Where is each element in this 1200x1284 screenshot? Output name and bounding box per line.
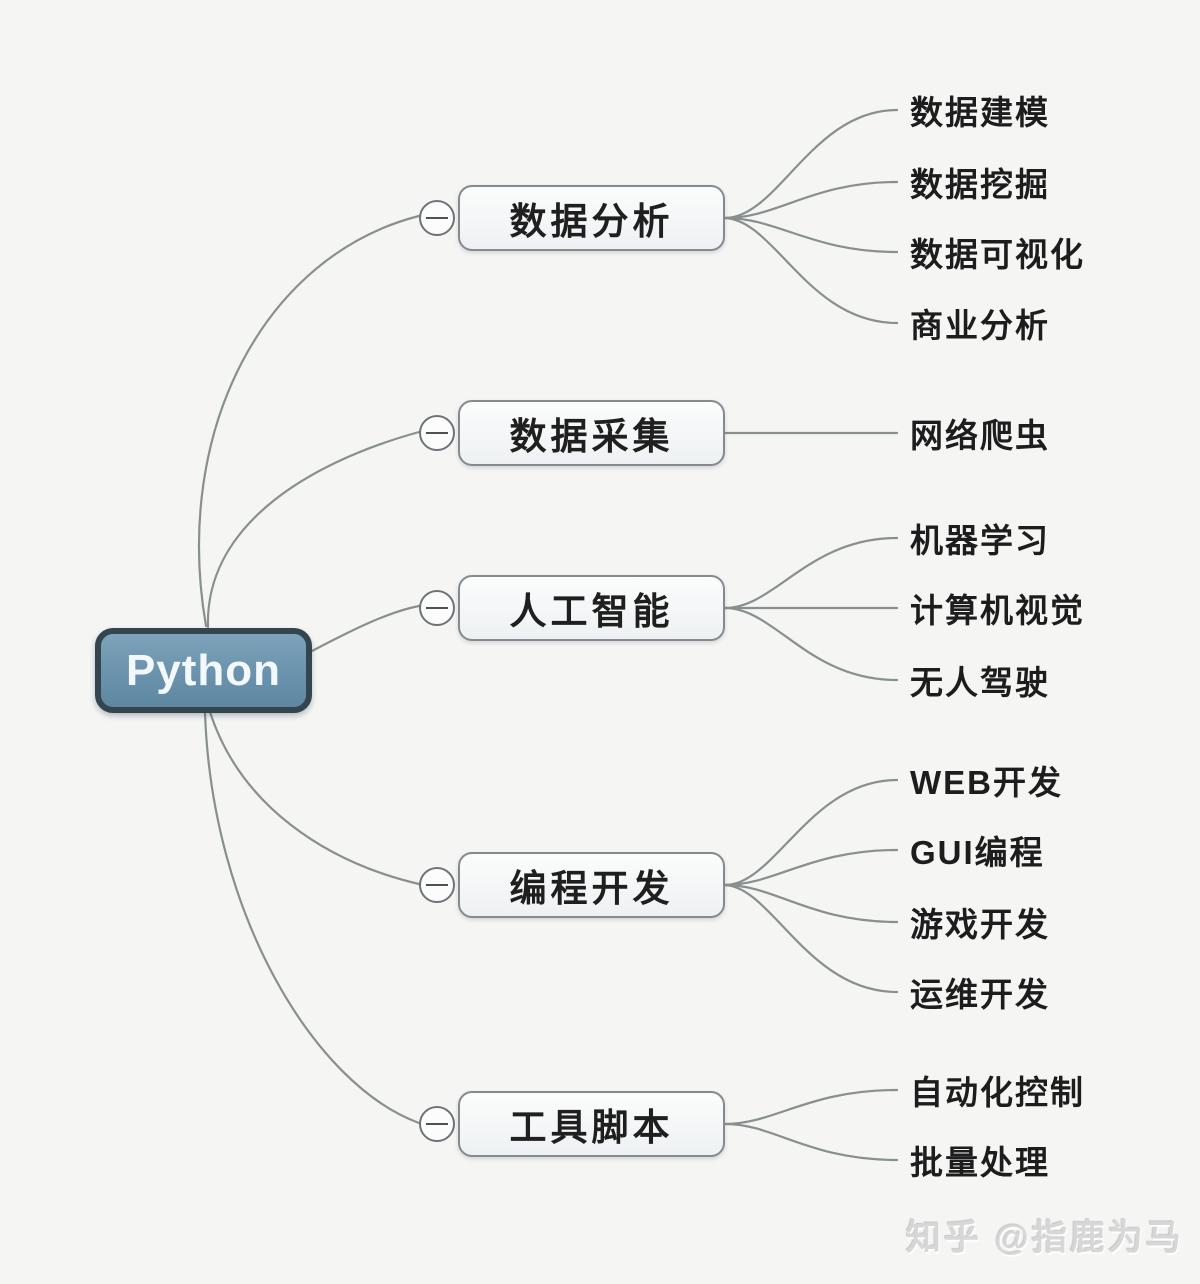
minus-icon (426, 607, 448, 609)
leaf-node-game-development[interactable]: 游戏开发 (910, 906, 1050, 943)
branch-node-data-analysis[interactable]: 数据分析 (458, 185, 725, 251)
link-tool-scripts-to-automation-control (723, 1088, 899, 1126)
leaf-node-web-development[interactable]: WEB开发 (910, 764, 1063, 801)
link-programming-to-gui-programming (723, 848, 899, 887)
leaf-node-autonomous-driving[interactable]: 无人驾驶 (910, 664, 1050, 701)
collapse-toggle-artificial-intelligence[interactable] (419, 590, 455, 626)
leaf-node-gui-programming[interactable]: GUI编程 (910, 834, 1045, 871)
link-tool-scripts-to-batch-processing (723, 1122, 899, 1162)
branch-node-label: 数据分析 (509, 201, 674, 242)
link-root-to-data-collection (206, 430, 421, 629)
leaf-node-computer-vision[interactable]: 计算机视觉 (910, 592, 1085, 629)
link-ai-to-autonomous-driving (723, 606, 899, 682)
link-ai-to-machine-learning (723, 536, 899, 610)
collapse-toggle-data-analysis[interactable] (419, 200, 455, 236)
link-root-to-programming-development (208, 710, 421, 886)
link-root-to-tool-scripts (203, 711, 421, 1125)
root-node-python[interactable]: Python (95, 628, 312, 713)
minus-icon (426, 1123, 448, 1125)
branch-node-tool-scripts[interactable]: 工具脚本 (458, 1091, 725, 1157)
leaf-node-batch-processing[interactable]: 批量处理 (910, 1144, 1050, 1181)
link-data-analysis-to-business-analysis (723, 216, 899, 325)
branch-node-data-collection[interactable]: 数据采集 (458, 400, 725, 466)
root-node-label: Python (125, 645, 282, 695)
leaf-node-data-visualization[interactable]: 数据可视化 (910, 236, 1085, 273)
leaf-node-business-analysis[interactable]: 商业分析 (910, 307, 1050, 344)
branch-node-label: 工具脚本 (509, 1107, 674, 1148)
link-data-analysis-to-data-modeling (723, 108, 899, 220)
branch-node-artificial-intelligence[interactable]: 人工智能 (458, 575, 725, 641)
branch-node-label: 编程开发 (509, 868, 674, 909)
branch-node-label: 数据采集 (509, 416, 674, 457)
leaf-node-web-crawler[interactable]: 网络爬虫 (910, 417, 1050, 454)
leaf-node-devops-development[interactable]: 运维开发 (910, 976, 1050, 1013)
link-data-analysis-to-data-mining (723, 180, 899, 220)
collapse-toggle-tool-scripts[interactable] (419, 1106, 455, 1142)
collapse-toggle-programming-development[interactable] (419, 867, 455, 903)
link-programming-to-game-development (723, 883, 899, 924)
leaf-node-data-mining[interactable]: 数据挖掘 (910, 166, 1050, 203)
branch-node-label: 人工智能 (509, 591, 674, 632)
link-data-analysis-to-data-visualization (723, 216, 899, 254)
minus-icon (426, 884, 448, 886)
link-programming-to-web-development (723, 778, 899, 887)
leaf-node-data-modeling[interactable]: 数据建模 (910, 94, 1050, 131)
link-root-to-data-analysis (197, 214, 421, 628)
branch-node-programming-development[interactable]: 编程开发 (458, 852, 725, 918)
minus-icon (426, 217, 448, 219)
minus-icon (426, 432, 448, 434)
link-root-to-artificial-intelligence (310, 604, 421, 653)
leaf-node-automation-control[interactable]: 自动化控制 (910, 1074, 1085, 1111)
watermark: 知乎 @指鹿为马 (906, 1218, 1184, 1258)
collapse-toggle-data-collection[interactable] (419, 415, 455, 451)
link-programming-to-devops-development (723, 883, 899, 994)
leaf-node-machine-learning[interactable]: 机器学习 (910, 522, 1050, 559)
